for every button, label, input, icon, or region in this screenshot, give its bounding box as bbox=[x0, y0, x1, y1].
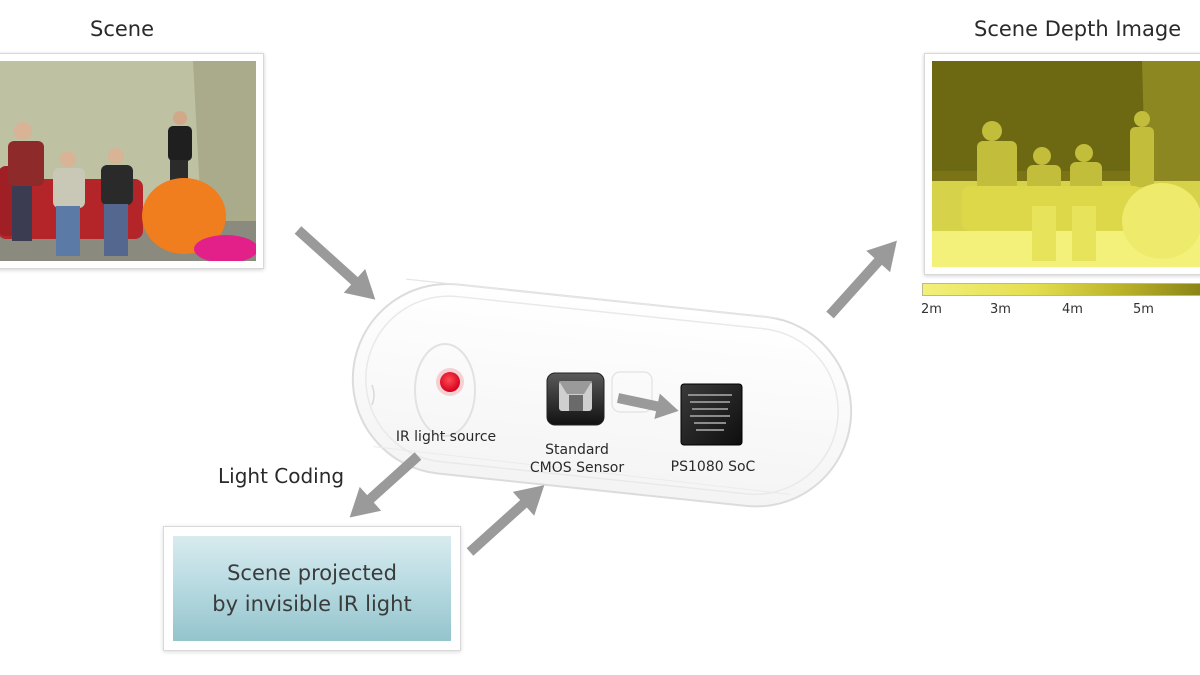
arrow-ir-to-projection bbox=[349, 452, 422, 518]
scene-photo bbox=[0, 61, 256, 261]
depth-tick-4m: 4m bbox=[1062, 302, 1083, 317]
depth-tick-2m: 2m bbox=[921, 302, 942, 317]
arrow-scene-to-device bbox=[294, 226, 376, 300]
soc-chip-icon bbox=[680, 383, 743, 446]
scene-photo-frame bbox=[0, 53, 264, 269]
projection-line1: Scene projected bbox=[227, 560, 397, 585]
soc-label: PS1080 SoC bbox=[670, 459, 756, 475]
arrow-projection-to-cmos bbox=[466, 485, 545, 556]
cmos-sensor-icon bbox=[546, 372, 605, 426]
depth-colorbar bbox=[922, 283, 1200, 296]
arrow-cmos-to-soc bbox=[616, 393, 679, 420]
cmos-label-line2: CMOS Sensor bbox=[529, 460, 625, 476]
depth-image-frame bbox=[924, 53, 1200, 275]
projection-line2: by invisible IR light bbox=[212, 591, 412, 616]
projection-box-fill: Scene projected by invisible IR light bbox=[173, 536, 451, 641]
ir-source-label: IR light source bbox=[395, 429, 497, 445]
depth-tick-3m: 3m bbox=[990, 302, 1011, 317]
light-coding-label: Light Coding bbox=[218, 464, 345, 488]
depth-image-title: Scene Depth Image bbox=[974, 17, 1182, 41]
arrow-device-to-depth bbox=[826, 240, 897, 319]
projection-box: Scene projected by invisible IR light bbox=[163, 526, 461, 651]
arrows bbox=[294, 226, 897, 556]
ir-emitter bbox=[436, 368, 464, 396]
cmos-label-line1: Standard bbox=[545, 442, 609, 458]
scene-title: Scene bbox=[90, 17, 155, 41]
depth-tick-5m: 5m bbox=[1133, 302, 1154, 317]
depth-image bbox=[932, 61, 1200, 267]
